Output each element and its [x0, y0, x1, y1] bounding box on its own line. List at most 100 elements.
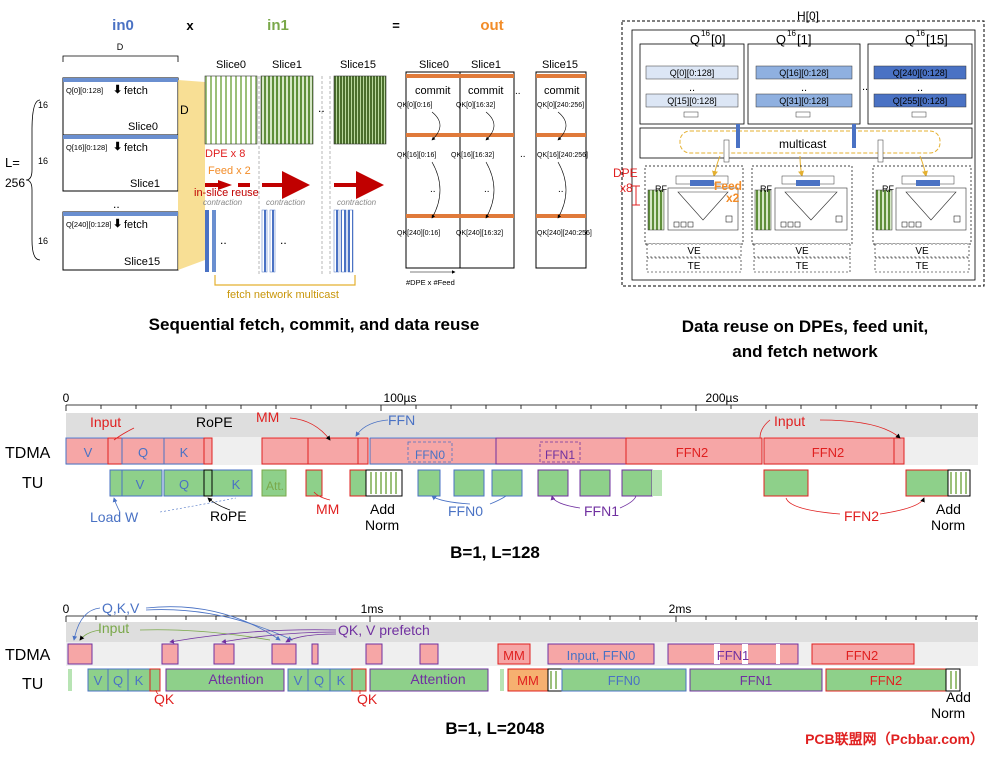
t1-ann-add-right: Add [936, 501, 961, 517]
te-label-15: TE [916, 261, 929, 272]
t1-ann-ffn0: FFN0 [448, 503, 483, 519]
t1-tu-boxes [109, 469, 971, 497]
t1-tdma-boxes [65, 437, 905, 465]
q16-15-base: Q [905, 32, 915, 47]
down-arrow-icon: ⬇ [113, 218, 122, 230]
x8-side-label: x8 [620, 181, 633, 195]
rf-label-15: RF [882, 184, 894, 194]
h0-label: H[0] [797, 9, 819, 23]
t2-ann-qkv: Q,K,V [102, 600, 140, 616]
column-ellipsis: .. [862, 81, 868, 93]
t2-tdma-ffn2: FFN2 [846, 648, 879, 663]
commit-label-2: commit [544, 85, 579, 97]
out-slice-0-label: Slice0 [419, 59, 449, 71]
t1-tdma-ffn1: FFN1 [545, 448, 575, 462]
dpe-unit-0: RF VE TE [644, 165, 744, 273]
t1-tick-100: 100µs [384, 391, 417, 405]
t1-ann-ffn-top: FFN [388, 412, 415, 428]
q16-0-ellipsis: .. [689, 82, 695, 94]
t2-tu-label: TU [22, 676, 43, 693]
t1-tick-0: 0 [63, 391, 70, 405]
t2-ann-qkv-prefetch: QK, V prefetch [338, 622, 430, 638]
q16-15-sup: 16 [916, 29, 925, 38]
out-ellipsis-c: .. [558, 184, 564, 195]
qk-0-2: QK[0][240:256] [537, 102, 584, 109]
q-slice-1-fetch: fetch [124, 142, 148, 154]
top-left-panel: in0 x in1 = out D L= 256 16 16 16 Q[0][0… [5, 17, 592, 334]
rf-label-0: RF [655, 184, 667, 194]
t2-tdma-boxes [67, 643, 915, 665]
t2-tu-q2: Q [314, 673, 324, 688]
q16-15-last: Q[255][0:128] [893, 96, 948, 106]
multicast-bracket [214, 275, 356, 286]
ve-label-0: VE [687, 246, 701, 257]
q-slice-2-q: Q[240][0:128] [66, 220, 111, 229]
q16-1-ellipsis: .. [801, 82, 807, 94]
timeline-1: 0 100µs 200µs TDMA TU V Q K FFN0 [5, 391, 978, 562]
t1-tu-att: Att. [266, 479, 284, 493]
t1-caption: B=1, L=128 [450, 543, 540, 562]
te-label-1: TE [796, 261, 809, 272]
te-label-0: TE [688, 261, 701, 272]
t2-tu-boxes [68, 668, 961, 692]
l-brace [25, 99, 41, 261]
q-slice-1-name: Slice1 [130, 178, 160, 190]
t2-tick-0: 0 [63, 602, 70, 616]
q-slice-0-q: Q[0][0:128] [66, 86, 103, 95]
commit-label-0: commit [415, 85, 450, 97]
qk-1-0: QK[16][0:16] [397, 152, 436, 159]
in1-block-1 [260, 75, 314, 145]
d-top-label: D [117, 42, 124, 52]
q16-0-base: Q [690, 32, 700, 47]
t2-ann-norm: Norm [931, 705, 965, 721]
dpe-ellipsis-1: .. [280, 233, 287, 247]
d-top-brace [62, 55, 179, 62]
top-left-caption: Sequential fetch, commit, and data reuse [149, 315, 480, 334]
qk-2-1: QK[240][16:32] [456, 230, 503, 237]
t2-ann-qk1: QK [154, 691, 175, 707]
dpe-ellipsis-0: .. [220, 233, 227, 247]
t1-tu-k: K [232, 477, 241, 492]
t2-tdma-input-ffn0: Input, FFN0 [567, 648, 636, 663]
t2-tdma-label: TDMA [5, 647, 51, 664]
q-slice-0: Q[0][0:128] ⬇ fetch Slice0 [62, 77, 179, 137]
in1-label: in1 [267, 17, 289, 34]
l-label: L= [5, 155, 20, 170]
t2-tdma-mm: MM [503, 648, 525, 663]
contraction-label-0: contraction [203, 198, 243, 207]
out-ellipsis-b: .. [484, 184, 490, 195]
top-right-caption-line2: and fetch network [732, 342, 878, 361]
out-ellipsis-a: .. [430, 184, 436, 195]
t1-ann-mm-bottom: MM [316, 501, 339, 517]
t1-track-top [66, 413, 978, 437]
t2-ann-qk2: QK [357, 691, 378, 707]
in1-block-15 [333, 75, 387, 145]
top-right-panel: H[0] Q 16 [0] Q[0][0:128] .. Q[15][0:128… [613, 9, 985, 361]
t2-tu-mm: MM [517, 673, 539, 688]
ve-label-1: VE [795, 246, 809, 257]
dpe-feed-axis-label: #DPE x #Feed [406, 278, 455, 287]
t2-tdma-ffn1: FFN1 [717, 648, 750, 663]
in-slice-reuse-label: in-slice reuse [194, 187, 259, 199]
t2-track-top [66, 622, 978, 642]
out-block-b [535, 71, 587, 269]
l-value: 256 [5, 176, 25, 190]
q16-0-first: Q[0][0:128] [670, 68, 715, 78]
feed-label: Feed [714, 179, 742, 193]
q16-1-first: Q[16][0:128] [779, 68, 829, 78]
contraction-label-1: contraction [266, 198, 306, 207]
t1-tdma-k: K [180, 445, 189, 460]
out-slice-15-label: Slice15 [542, 59, 578, 71]
t2-caption: B=1, L=2048 [445, 719, 544, 738]
commit-label-1: commit [468, 85, 503, 97]
t1-ann-input: Input [90, 414, 121, 430]
t2-tu-ffn2: FFN2 [870, 673, 903, 688]
t1-tdma-v: V [84, 445, 93, 460]
q-slice-0-name: Slice0 [128, 121, 158, 133]
t2-tu-attention-2: Attention [410, 671, 465, 687]
t1-tdma-q: Q [138, 445, 148, 460]
in1-slice-1-label: Slice1 [272, 59, 302, 71]
t1-ann-ffn1: FFN1 [584, 503, 619, 519]
